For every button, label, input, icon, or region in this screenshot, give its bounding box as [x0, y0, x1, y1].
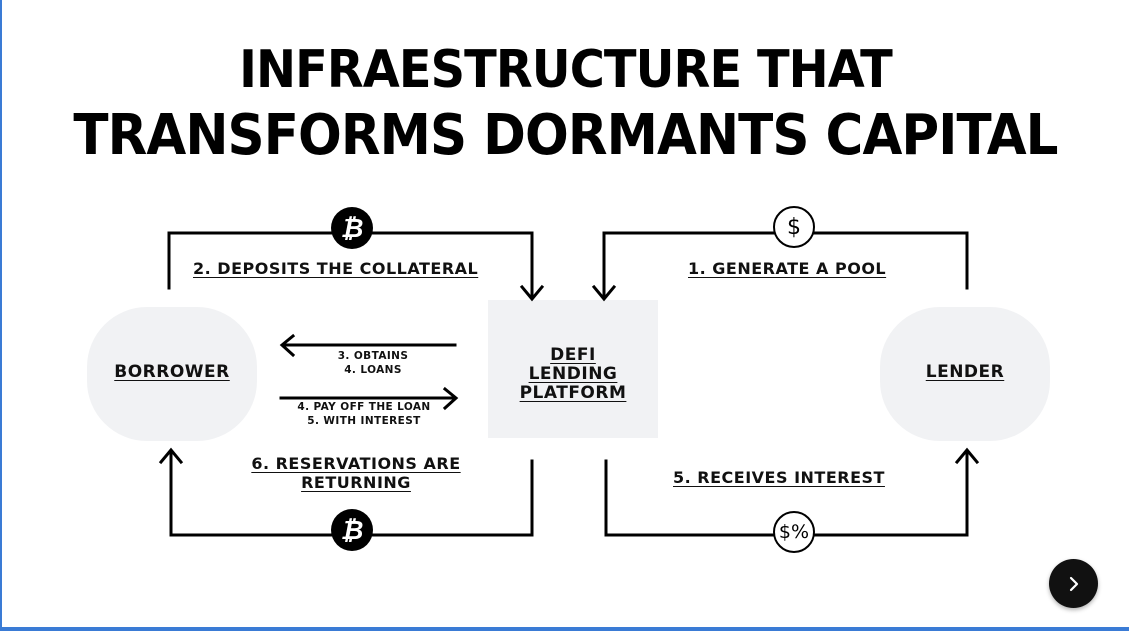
step-receives-label: 5. RECEIVES INTEREST: [673, 468, 885, 487]
borrower-label: BORROWER: [114, 362, 230, 382]
bitcoin-icon: ₿: [331, 509, 373, 551]
pool-arrowhead: [591, 284, 617, 302]
dollar-icon: $: [773, 206, 815, 248]
next-slide-button[interactable]: [1049, 559, 1098, 608]
return-arrowhead: [158, 447, 184, 465]
step-loans-line: 4. LOANS: [344, 364, 402, 376]
deposit-arrowhead: [519, 284, 545, 302]
chevron-right-icon: [1069, 576, 1078, 591]
defi-platform-line-2: LENDING: [528, 364, 618, 384]
defi-platform-node: [488, 300, 658, 438]
step-obtains-label: 3. OBTAINS 4. LOANS: [318, 349, 428, 377]
step-generate-label: 1. GENERATE A POOL: [688, 259, 887, 278]
slide-title-line-2: TRANSFORMS DORMANTS CAPITAL: [73, 103, 1058, 168]
step-reservations-label: 6. RESERVATIONS ARE RETURNING: [226, 454, 486, 492]
bitcoin-icon: ₿: [331, 207, 373, 249]
lender-label: LENDER: [925, 362, 1005, 382]
defi-platform-line-1: DEFI: [550, 345, 596, 365]
step-obtains-line: 3. OBTAINS: [337, 350, 409, 362]
slide-title-line-1: INFRAESTRUCTURE THAT: [239, 40, 893, 100]
dollar-percent-icon: $%: [773, 511, 815, 553]
step-interest-line: 5. WITH INTEREST: [307, 415, 421, 427]
defi-platform-label: DEFI LENDING PLATFORM: [488, 346, 658, 403]
interest-arrowhead: [954, 447, 980, 465]
defi-platform-line-3: PLATFORM: [519, 383, 627, 403]
step-deposits-label: 2. DEPOSITS THE COLLATERAL: [193, 259, 479, 278]
step-reservations-line-2: RETURNING: [301, 473, 411, 492]
step-payoff-line: 4. PAY OFF THE LOAN: [297, 401, 431, 413]
lender-node: [880, 307, 1050, 441]
step-payoff-label: 4. PAY OFF THE LOAN 5. WITH INTEREST: [284, 400, 444, 428]
payoff-arrowhead: [442, 386, 459, 411]
obtains-arrowhead: [279, 333, 296, 358]
step-reservations-line-1: 6. RESERVATIONS ARE: [251, 454, 461, 473]
borrower-node: [87, 307, 257, 441]
